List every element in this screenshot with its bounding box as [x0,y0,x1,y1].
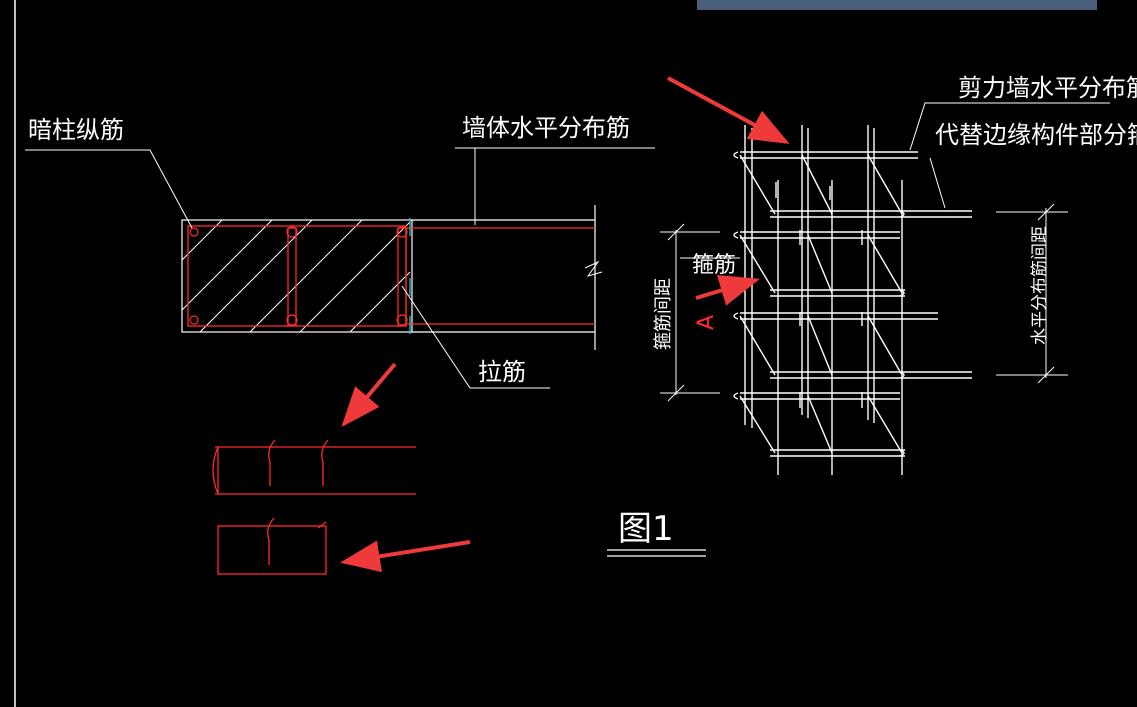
label-point-a: A [694,315,719,330]
label-shear-wall-horizontal: 剪力墙水平分布筋 [958,74,1137,102]
rebar-detail [212,439,416,575]
label-stirrup-spacing: 箍筋间距 [653,278,674,350]
label-wall-horizontal-rebar: 墙体水平分布筋 [462,114,630,142]
dimension-horizontal [996,203,1068,384]
rebar-cage [733,125,972,475]
top-banner [697,0,1097,10]
label-horizontal-spacing: 水平分布筋间距 [1030,226,1050,345]
label-hidden-column-rebar: 暗柱纵筋 [28,116,124,144]
label-stirrup: 箍筋 [692,253,736,278]
figure-number: 图1 [618,509,674,549]
leader-lines-right [909,102,1110,209]
wall-section [181,205,603,350]
label-tie-bar: 拉筋 [478,358,526,386]
leader-lines-left [25,147,655,389]
annotation-arrows [340,76,790,573]
dimension-stirrup [660,223,740,402]
